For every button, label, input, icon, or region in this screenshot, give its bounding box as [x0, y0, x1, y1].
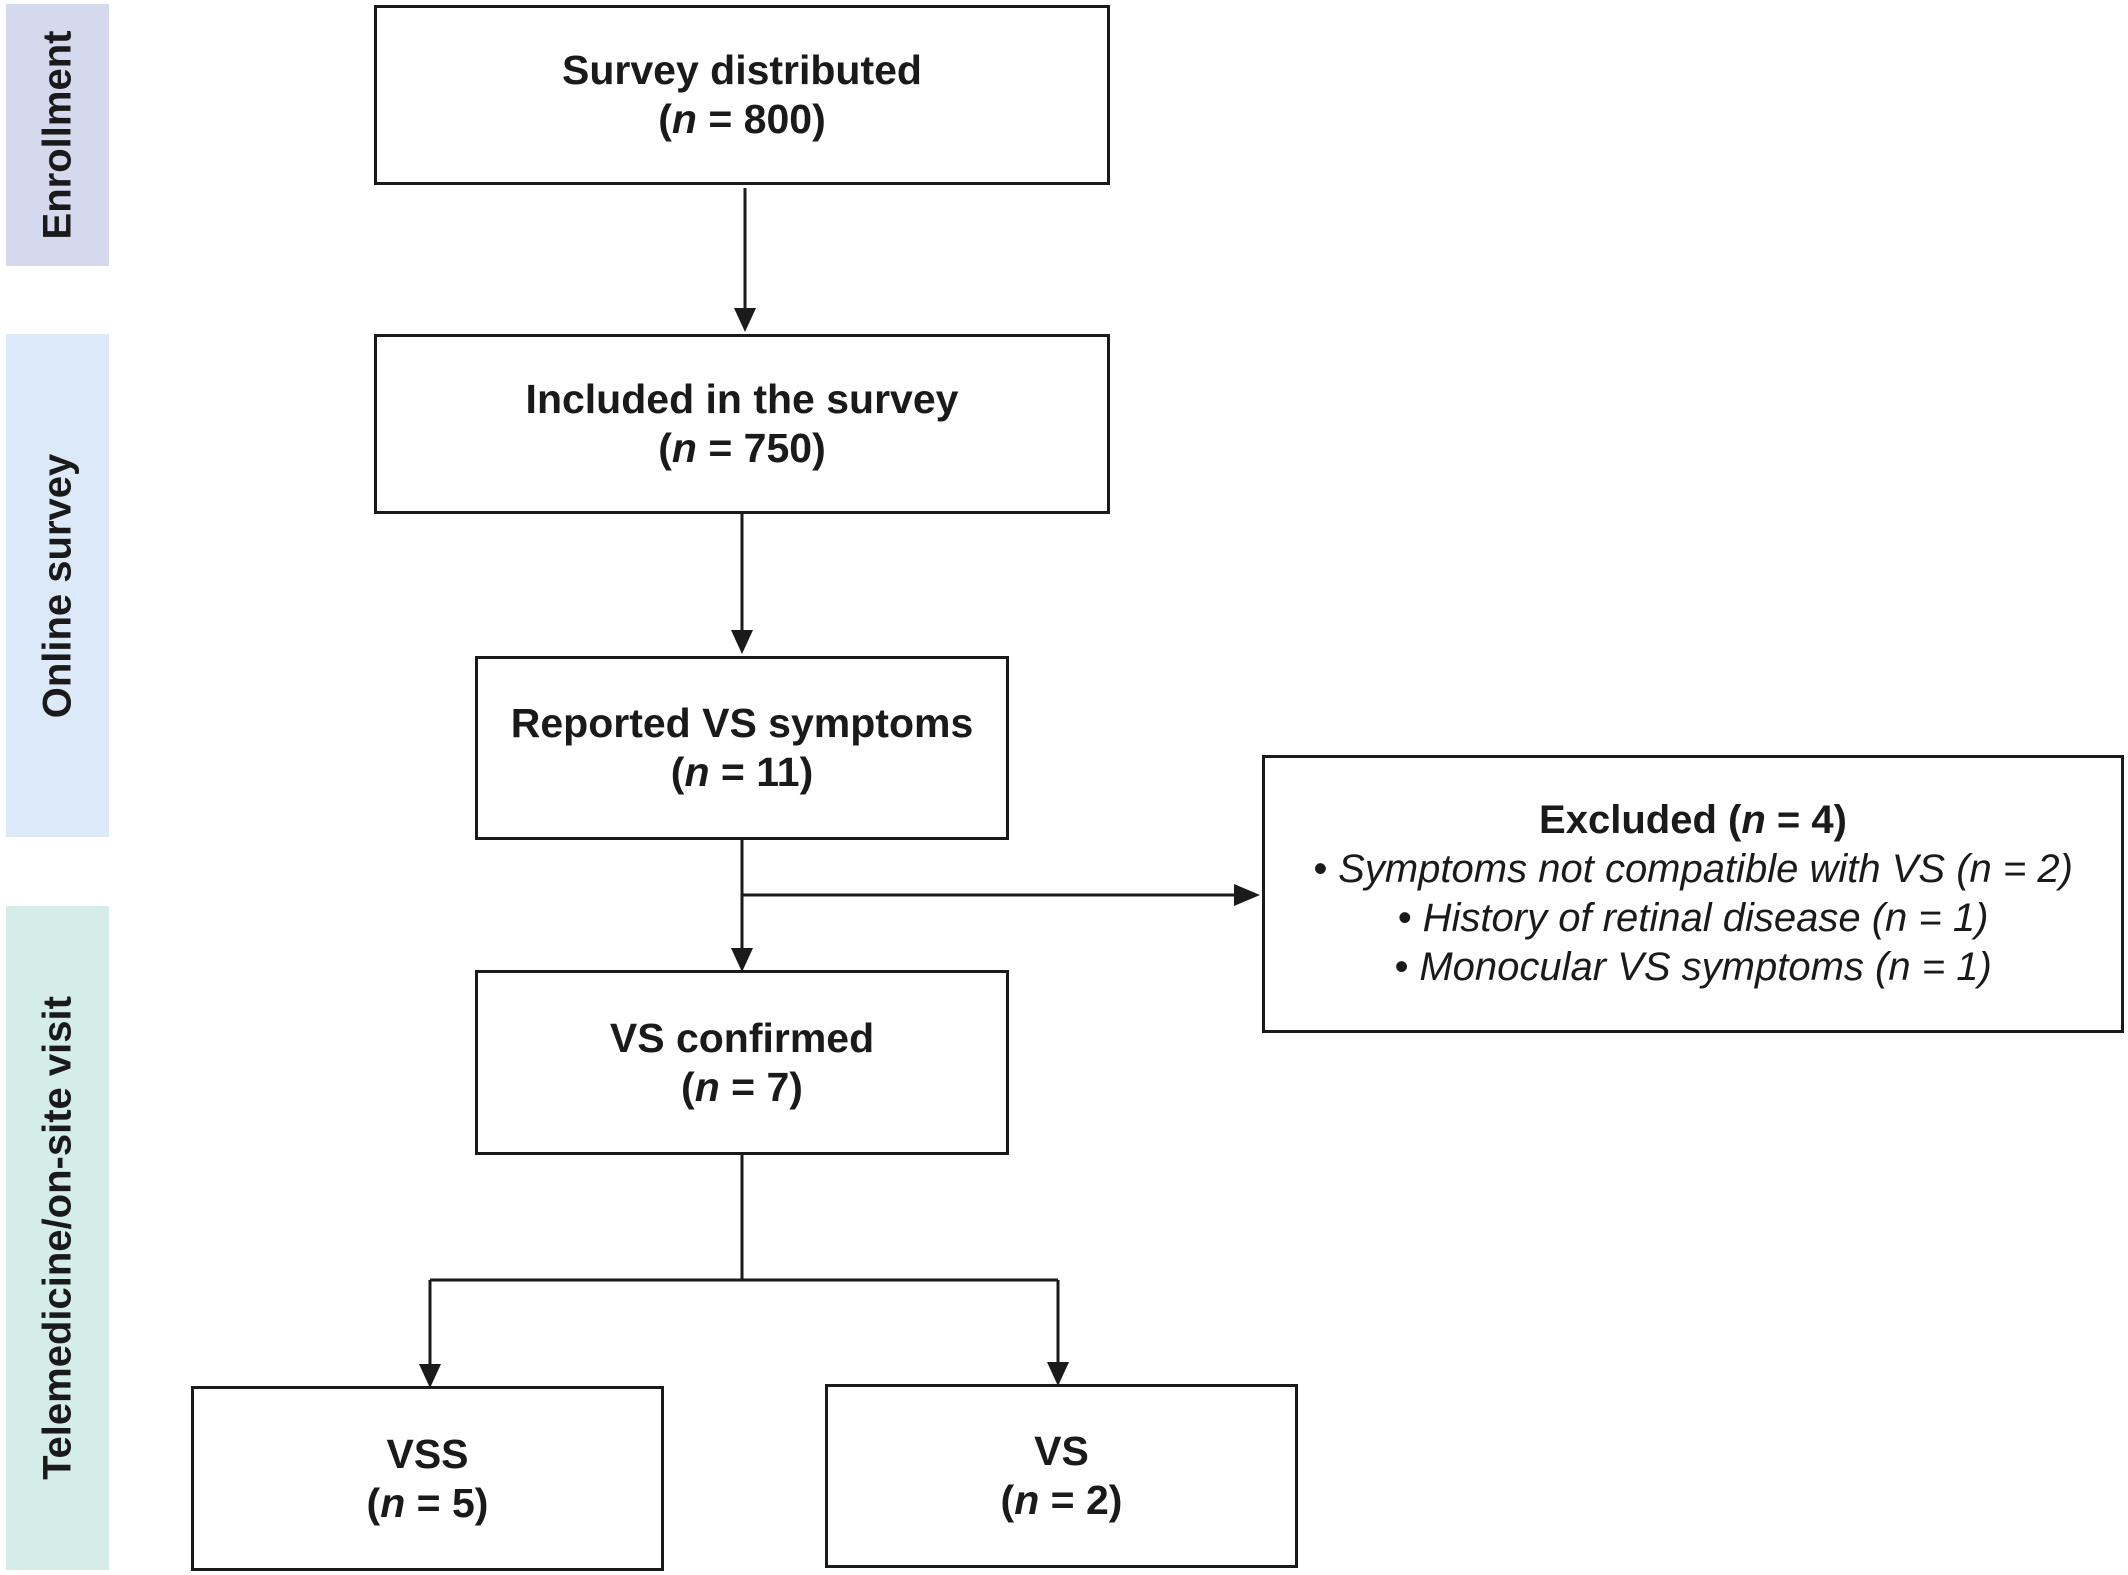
excluded-item: • Monocular VS symptoms (n = 1) — [1394, 945, 1992, 989]
node-vs-confirmed: VS confirmed (n = 7) — [475, 970, 1009, 1155]
node-title: VS confirmed — [609, 1014, 875, 1061]
node-excluded: Excluded (n = 4) • Symptoms not compatib… — [1262, 755, 2124, 1033]
node-title: Reported VS symptoms — [510, 700, 974, 746]
node-reported-symptoms: Reported VS symptoms (n = 11) — [475, 656, 1009, 840]
node-vs: VS (n = 2) — [825, 1384, 1298, 1568]
node-count: (n = 750) — [658, 425, 826, 471]
node-count: (n = 7) — [681, 1063, 803, 1110]
phase-band-online-survey: Online survey — [6, 334, 109, 837]
node-survey-distributed: Survey distributed (n = 800) — [374, 5, 1110, 185]
node-count: (n = 2) — [1000, 1477, 1123, 1523]
arrowhead — [1047, 1362, 1069, 1386]
node-title: VSS — [386, 1430, 469, 1477]
node-count: (n = 11) — [670, 749, 814, 795]
excluded-title: Excluded (n = 4) — [1539, 798, 1847, 842]
node-count: (n = 800) — [658, 96, 826, 142]
arrowhead — [419, 1364, 441, 1388]
arrowhead — [731, 948, 753, 972]
arrowhead — [734, 308, 756, 332]
arrowhead — [731, 630, 753, 654]
excluded-item: • Symptoms not compatible with VS (n = 2… — [1313, 847, 2073, 891]
arrowhead — [1234, 884, 1260, 906]
node-vss: VSS (n = 5) — [191, 1386, 664, 1571]
phase-band-telemedicine: Telemedicine/on-site visit — [6, 906, 109, 1570]
excluded-item: • History of retinal disease (n = 1) — [1397, 896, 1989, 940]
node-included: Included in the survey (n = 750) — [374, 334, 1110, 514]
node-title: Survey distributed — [562, 47, 922, 93]
phase-band-enrollment: Enrollment — [6, 4, 109, 266]
node-title: VS — [1034, 1428, 1089, 1474]
node-title: Included in the survey — [525, 376, 959, 422]
node-count: (n = 5) — [366, 1479, 489, 1526]
